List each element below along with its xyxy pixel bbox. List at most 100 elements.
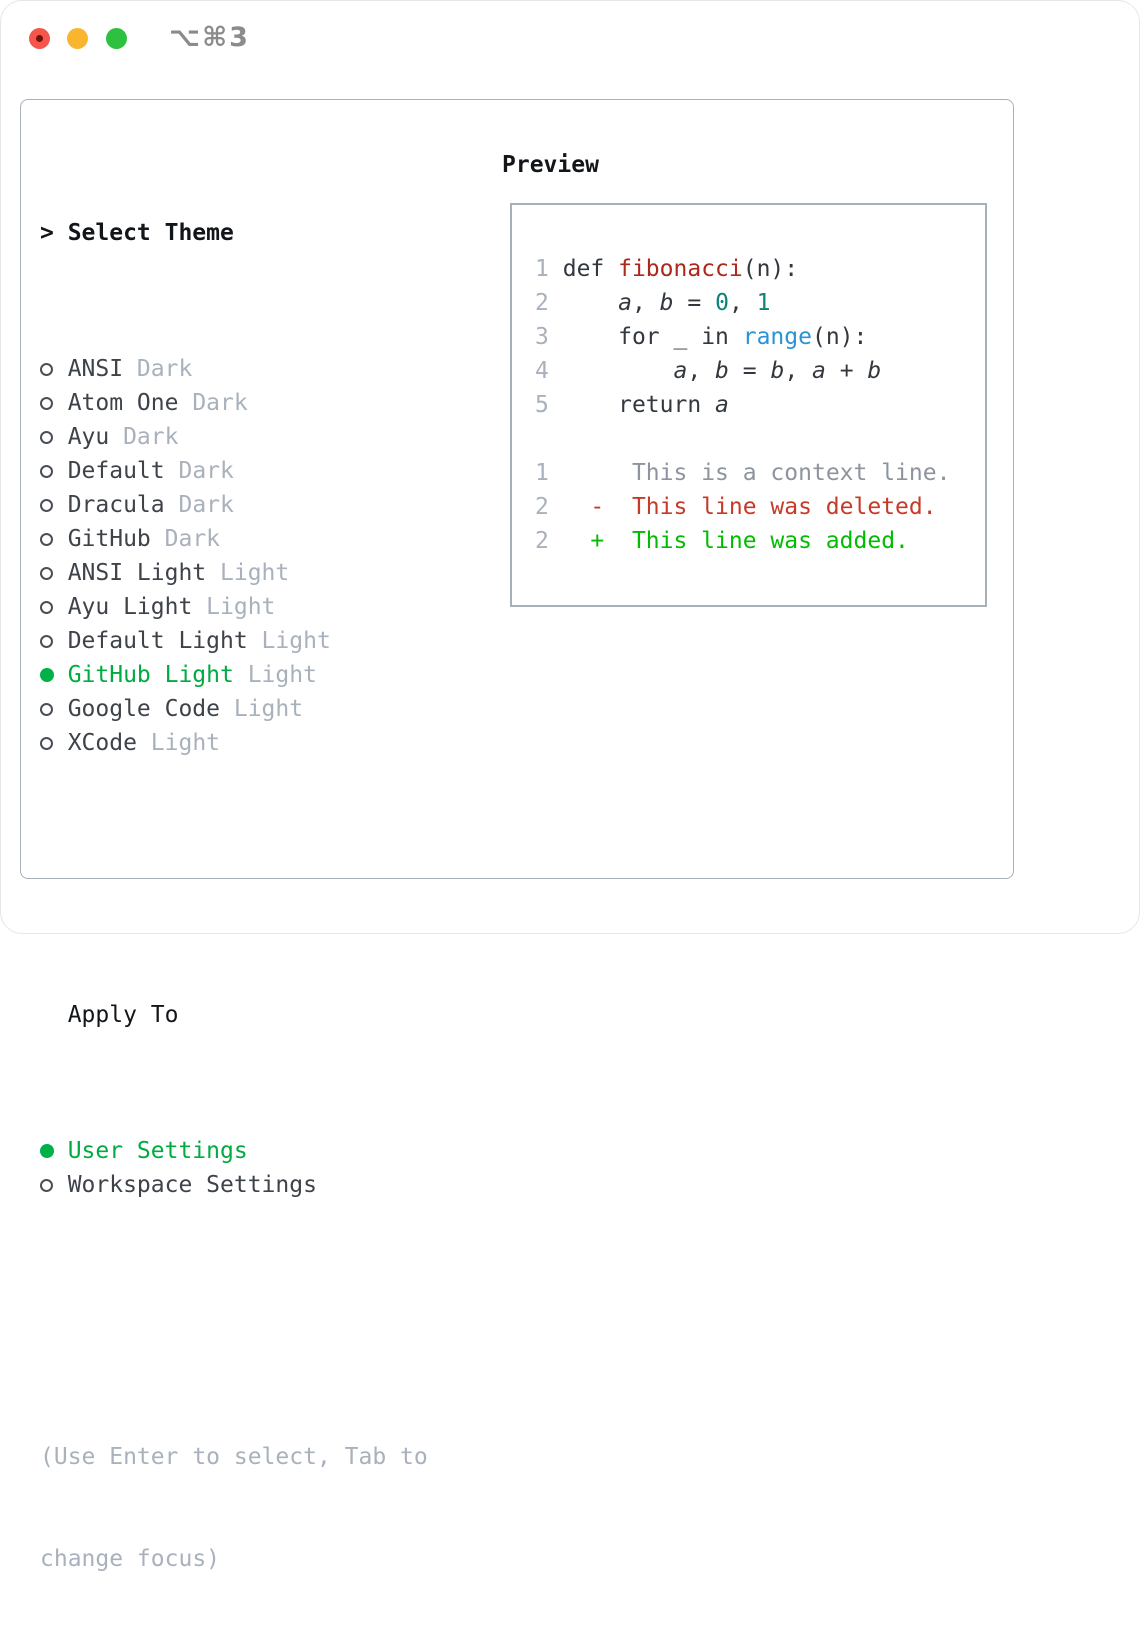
theme-option[interactable]: Dracula Dark (40, 488, 490, 522)
radio-icon (40, 363, 68, 376)
theme-variant-tag: Light (206, 556, 289, 590)
theme-option[interactable]: Default Light Light (40, 624, 490, 658)
radio-icon (40, 635, 68, 648)
theme-variant-tag: Dark (109, 420, 178, 454)
radio-dot-icon (40, 499, 53, 512)
radio-dot-icon (40, 567, 53, 580)
added-text: + This line was added. (590, 528, 909, 554)
code-text: return (618, 392, 715, 418)
theme-option[interactable]: Ayu Dark (40, 420, 490, 454)
theme-variant-tag: Light (192, 590, 275, 624)
line-number: 1 (535, 256, 549, 282)
code-line: 4 a, b = b, a + b (535, 354, 985, 388)
radio-icon (40, 567, 68, 580)
code-line: 1 This is a context line. (535, 456, 985, 490)
theme-option[interactable]: Google Code Light (40, 692, 490, 726)
theme-variant-tag: Dark (178, 386, 247, 420)
line-number: 2 (535, 494, 549, 520)
variable-name: b (770, 358, 784, 384)
option-label: Dracula (68, 488, 165, 522)
code-text: , (784, 358, 812, 384)
code-text (549, 324, 618, 350)
radio-icon (40, 737, 68, 750)
radio-icon (40, 1179, 68, 1192)
theme-variant-tag: Dark (123, 352, 192, 386)
variable-name: a (673, 358, 687, 384)
code-line (535, 422, 985, 456)
variable-name: b (660, 290, 674, 316)
code-text: = (729, 358, 771, 384)
code-text: def (563, 256, 618, 282)
theme-option[interactable]: GitHub Dark (40, 522, 490, 556)
variable-name: a (618, 290, 632, 316)
theme-option[interactable]: XCode Light (40, 726, 490, 760)
line-number: 3 (535, 324, 549, 350)
radio-dot-icon (40, 465, 53, 478)
radio-dot-icon (40, 635, 53, 648)
code-text: , (729, 290, 757, 316)
theme-variant-tag: Light (248, 624, 331, 658)
code-text (549, 528, 591, 554)
zoom-button-icon[interactable] (106, 28, 127, 49)
apply-to-title: Apply To (68, 998, 179, 1032)
radio-icon (40, 601, 68, 614)
code-text: (n): (743, 256, 798, 282)
option-label: GitHub (68, 522, 151, 556)
variable-name: b (715, 358, 729, 384)
select-theme-title: Select Theme (68, 216, 234, 250)
theme-variant-tag: Dark (151, 522, 220, 556)
theme-option[interactable]: ANSI Light Light (40, 556, 490, 590)
theme-option[interactable]: GitHub Light Light (40, 658, 490, 692)
apply-option[interactable]: User Settings (40, 1134, 490, 1168)
code-text: , (632, 290, 660, 316)
radio-dot-icon (40, 703, 53, 716)
apply-option[interactable]: Workspace Settings (40, 1168, 490, 1202)
variable-name: b (867, 358, 881, 384)
radio-icon (40, 397, 68, 410)
option-label: ANSI Light (68, 556, 206, 590)
radio-dot-icon (40, 363, 53, 376)
option-label: Default (68, 454, 165, 488)
option-label: Default Light (68, 624, 248, 658)
theme-option[interactable]: Atom One Dark (40, 386, 490, 420)
theme-option[interactable]: ANSI Dark (40, 352, 490, 386)
code-text (549, 392, 618, 418)
code-line: 5 return a (535, 388, 985, 422)
option-label: Ayu (68, 420, 110, 454)
code-text (549, 256, 563, 282)
code-line: 2 + This line was added. (535, 524, 985, 558)
code-line: 2 - This line was deleted. (535, 490, 985, 524)
radio-dot-icon (40, 533, 53, 546)
theme-option[interactable]: Ayu Light Light (40, 590, 490, 624)
radio-dot-icon (40, 737, 53, 750)
spacer-row (40, 1304, 490, 1338)
apply-to-header: Apply To (40, 998, 490, 1032)
theme-option[interactable]: Default Dark (40, 454, 490, 488)
radio-icon (40, 465, 68, 478)
radio-selected-icon (40, 668, 68, 682)
option-label: Atom One (68, 386, 179, 420)
prompt-icon: > (40, 216, 68, 250)
radio-icon (40, 431, 68, 444)
preview-title: Preview (502, 148, 599, 182)
hint-line-1: (Use Enter to select, Tab to (40, 1440, 490, 1474)
radio-icon (40, 499, 68, 512)
builtin-name: range (743, 324, 812, 350)
code-line: 1 def fibonacci(n): (535, 252, 985, 286)
number-literal: 1 (757, 290, 771, 316)
spacer-row (40, 862, 490, 896)
deleted-text: - This line was deleted. (590, 494, 936, 520)
minimize-button-icon[interactable] (67, 28, 88, 49)
code-text: (n): (812, 324, 867, 350)
close-button-icon[interactable] (29, 28, 50, 49)
line-number: 4 (535, 358, 549, 384)
window-shortcut-label: ⌥⌘3 (169, 22, 250, 53)
hint-line-2: change focus) (40, 1542, 490, 1576)
code-line: 3 for _ in range(n): (535, 320, 985, 354)
radio-selected-icon (40, 1144, 68, 1158)
line-number: 2 (535, 290, 549, 316)
